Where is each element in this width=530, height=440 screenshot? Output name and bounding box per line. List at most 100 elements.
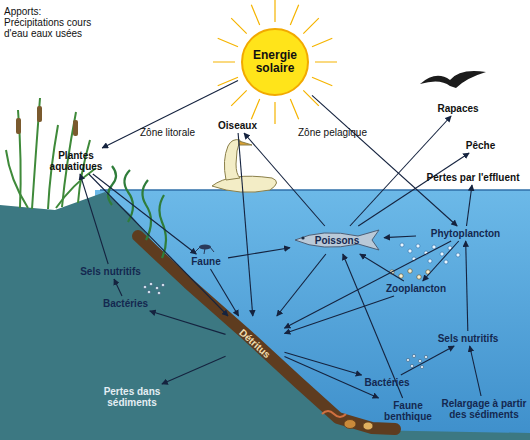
plankton-dot (440, 252, 444, 256)
node-text: Oiseaux (210, 120, 265, 131)
reed-leaf (56, 168, 96, 208)
fish-eye (301, 236, 304, 239)
fish-node: Poissons (292, 228, 382, 252)
plankton-dot (400, 243, 404, 247)
insect-legs (195, 247, 214, 254)
nutrient-salts-label: Sels nutritifs (428, 333, 508, 344)
sun-rays (213, 0, 337, 124)
node-text: Pertes dans sédiments (92, 386, 172, 408)
plankton-dot (408, 249, 412, 253)
plankton-dot (428, 259, 432, 263)
bacteria-dot (418, 359, 421, 362)
bacteria-label: Bactéries (93, 298, 158, 309)
flow-arrow (284, 352, 361, 375)
bacteria-dot (161, 283, 164, 286)
flow-arrow (277, 254, 326, 316)
node-text: Pertes par l'effluent (418, 172, 528, 183)
zone-label: Zône pelagique (298, 127, 383, 138)
sun-circle (242, 29, 308, 95)
node-text: Faune (186, 256, 226, 267)
flow-arrow (244, 133, 325, 226)
worm (322, 411, 346, 417)
cattail-head (16, 118, 21, 134)
plankton-dot (399, 274, 403, 278)
flow-arrow (210, 269, 238, 316)
snail-shell (344, 420, 356, 429)
flow-arrow (466, 241, 468, 331)
node-text: Pêche (458, 140, 503, 151)
plankton-dot (448, 246, 452, 250)
plankton-dot (426, 270, 430, 274)
flow-arrow (162, 356, 226, 384)
node-text: Faune benthique (378, 400, 438, 422)
submerged-plants (108, 166, 166, 258)
zone-label: Zône litorale (140, 127, 215, 138)
sediment-band (138, 236, 395, 429)
birds-label: Oiseaux (210, 120, 265, 131)
plant-stem (159, 195, 166, 258)
flow-arrow (89, 174, 228, 316)
phytoplankton-label: Phytoplancton (418, 228, 513, 239)
zooplankton-label: Zooplancton (376, 283, 456, 294)
benthic-fauna-label: Faune benthique (378, 400, 438, 422)
plankton-dot (456, 253, 460, 257)
node-text: Sels nutritifs (68, 266, 153, 277)
flow-arrow (114, 279, 122, 296)
plant-stem (108, 166, 116, 205)
node-text: Energie solaire (246, 49, 304, 75)
flow-arrow (384, 236, 416, 238)
node-text: Relargage à partir des sédiments (440, 398, 528, 420)
plankton-dot (408, 269, 412, 273)
phytoplankton-dots (400, 243, 460, 264)
flow-arrow (284, 356, 378, 398)
bacteria-dot (406, 358, 409, 361)
cattail-head (73, 120, 78, 136)
flow-arrow (150, 311, 226, 334)
cattail-heads (16, 106, 78, 136)
nutrient-salts-label: Sels nutritifs (68, 266, 153, 277)
release-label: Relargage à partir des sédiments (440, 398, 528, 420)
flow-arrow (284, 296, 394, 333)
plankton-dot (417, 275, 421, 279)
node-text: Bactéries (93, 298, 158, 309)
flow-arrow (470, 346, 481, 396)
raptors-label: Rapaces (428, 103, 488, 114)
bird-body (212, 176, 277, 192)
bacteria-dot (412, 354, 415, 357)
small-fauna (195, 245, 214, 255)
flow-arrow (312, 95, 457, 226)
snail-shell (363, 422, 373, 430)
node-text: Sels nutritifs (428, 333, 508, 344)
bird-beak (239, 141, 252, 145)
flow-arrow (80, 174, 108, 264)
plant-stem (142, 180, 151, 240)
node-text: Rapaces (428, 103, 488, 114)
flow-arrow (238, 133, 253, 316)
node-text: Phytoplancton (418, 228, 513, 239)
raptor-silhouette (420, 71, 486, 88)
flow-arrow (102, 80, 238, 148)
cattail-head (37, 106, 42, 122)
bacteria-label: Bactéries (356, 377, 418, 388)
node-text: Poissons (315, 235, 359, 246)
flow-arrow (423, 241, 459, 281)
water-surface (100, 189, 530, 191)
fishing-label: Pêche (458, 140, 503, 151)
node-text: Bactéries (356, 377, 418, 388)
plankton-dot (412, 257, 416, 261)
bacteria-dot (410, 364, 413, 367)
benthic-fauna (322, 411, 373, 430)
bacteria-dot (149, 282, 152, 285)
flow-arrow (228, 248, 290, 258)
bird-neck (224, 140, 240, 180)
plants-label: Plantes aquatiques (40, 150, 112, 172)
plant-stem (124, 170, 133, 222)
bacteria-clusters (143, 282, 427, 368)
lake-bed-land (0, 192, 530, 440)
plankton-dot (390, 270, 394, 274)
effluent-loss-label: Pertes par l'effluent (418, 172, 528, 183)
fauna-label: Faune (186, 256, 226, 267)
inputs-note: Apports: Précipitations cours d'eau eaux… (4, 6, 104, 40)
node-text: Zooplancton (376, 283, 456, 294)
